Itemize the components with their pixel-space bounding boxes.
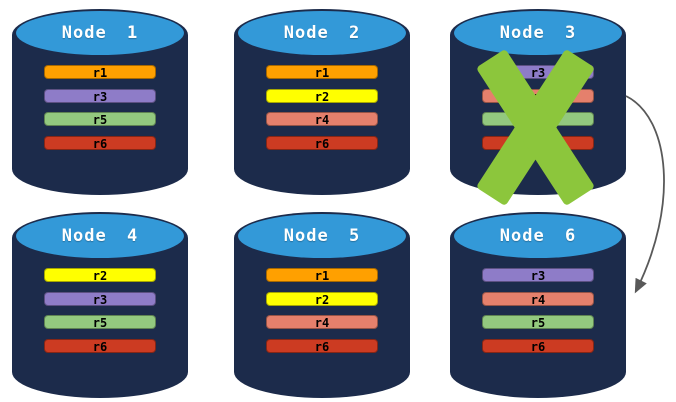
replica-bar: r1 (44, 65, 156, 80)
replica-bar: r3 (482, 268, 594, 283)
replica-bar: r1 (266, 268, 378, 283)
replica-bar: r2 (266, 291, 378, 307)
replica-bar: r3 (44, 88, 156, 104)
replica-bar: r6 (482, 338, 594, 354)
replica-bar: r4 (266, 315, 378, 330)
cylinder-top: Node 6 (454, 214, 622, 258)
node-title: Node 2 (283, 23, 361, 43)
replica-bar: r1 (266, 65, 378, 80)
cylinder-top: Node 2 (238, 11, 406, 55)
replica-list: r1 r2 r4 r6 (266, 268, 378, 362)
node-4: Node 4 r2 r3 r5 r6 (12, 212, 188, 398)
replica-bar: r4 (482, 88, 594, 104)
replica-bar: r5 (44, 315, 156, 330)
replica-bar: r5 (482, 112, 594, 127)
replica-bar: r6 (44, 338, 156, 354)
node-title: Node 6 (499, 226, 577, 246)
replica-bar: r6 (482, 135, 594, 151)
replica-bar: r6 (266, 338, 378, 354)
cylinder-top: Node 1 (16, 11, 184, 55)
node-3: Node 3 r3 r4 r5 r6 (450, 9, 626, 207)
replica-bar: r3 (44, 291, 156, 307)
replica-bar: r6 (266, 135, 378, 151)
node-1: Node 1 r1 r3 r5 r6 (12, 9, 188, 195)
cylinder-top: Node 4 (16, 214, 184, 258)
node-6: Node 6 r3 r4 r5 r6 (450, 212, 626, 398)
replica-list: r1 r2 r4 r6 (266, 65, 378, 159)
replica-bar: r6 (44, 135, 156, 151)
replica-list: r1 r3 r5 r6 (44, 65, 156, 159)
replica-bar: r5 (482, 315, 594, 330)
node-title: Node 5 (283, 226, 361, 246)
replica-bar: r2 (44, 268, 156, 283)
replica-bar: r5 (44, 112, 156, 127)
node-title: Node 1 (61, 23, 139, 43)
replica-bar: r2 (266, 88, 378, 104)
replica-list: r2 r3 r5 r6 (44, 268, 156, 362)
replica-bar: r4 (482, 291, 594, 307)
replica-bar: r3 (482, 65, 594, 80)
replica-bar: r4 (266, 112, 378, 127)
node-2: Node 2 r1 r2 r4 r6 (234, 9, 410, 195)
replica-list: r3 r4 r5 r6 (482, 268, 594, 362)
cylinder-top: Node 3 (454, 11, 622, 55)
node-5: Node 5 r1 r2 r4 r6 (234, 212, 410, 398)
replica-list: r3 r4 r5 r6 (482, 65, 594, 159)
cylinder-top: Node 5 (238, 214, 406, 258)
node-title: Node 3 (499, 23, 577, 43)
node-title: Node 4 (61, 226, 139, 246)
